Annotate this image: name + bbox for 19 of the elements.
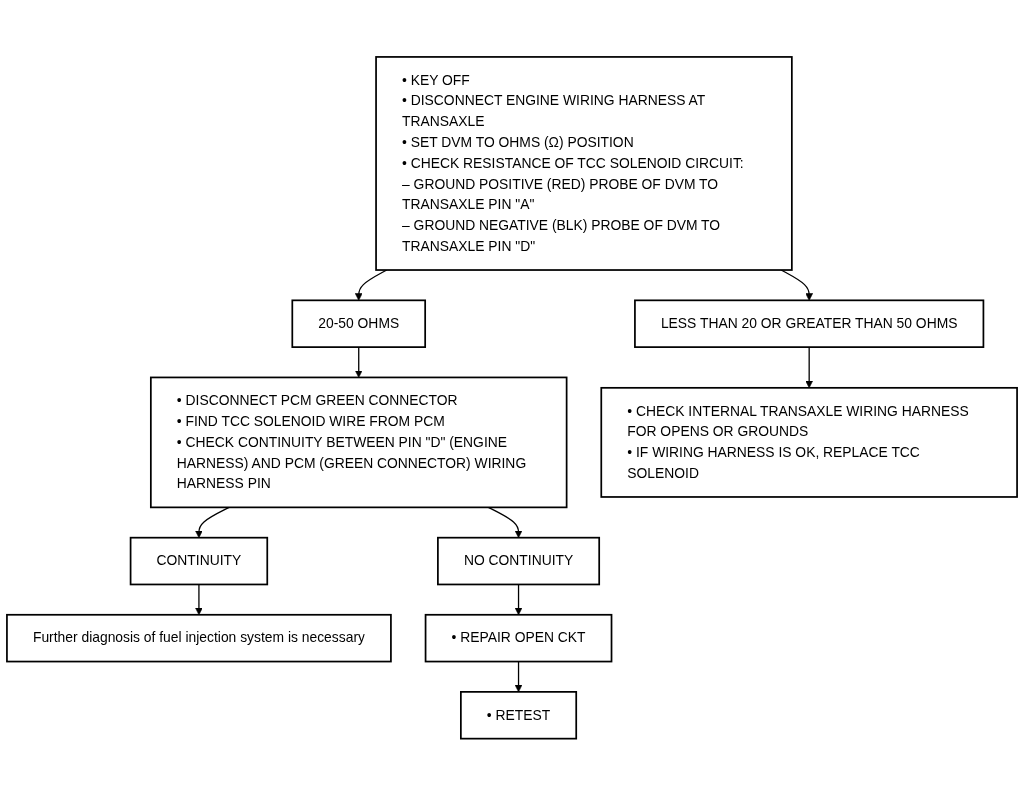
node-box: • DISCONNECT PCM GREEN CONNECTOR • FIND TCC SOLENOID WIRE FROM PCM • CHECK CONTINUITY BETWEEN PIN "D" (ENGINE HARNESS) AND PCM (GREEN CONNECTOR) WIRING HARNESS PIN	[149, 376, 568, 509]
node-box: LESS THAN 20 OR GREATER THAN 50 OHMS	[634, 299, 985, 349]
arrow	[354, 346, 363, 378]
node-box: • REPAIR OPEN CKT	[424, 614, 613, 663]
node-box: • RETEST	[460, 691, 578, 740]
arrow	[514, 584, 523, 616]
node-box: CONTINUITY	[129, 537, 269, 586]
node-box: • KEY OFF • DISCONNECT ENGINE WIRING HARNESS AT TRANSAXLE • SET DVM TO OHMS (Ω) POSITION • CHECK RESISTANCE OF TCC SOLENOID CIRCUIT: – GROUND POSITIVE (RED) PROBE OF DVM TO TRANSAXLE PIN "A" – GROUND NEGATIVE (BLK) PROBE OF DVM TO TRANSAXLE PIN "D"	[375, 56, 793, 272]
node-box: 20-50 OHMS	[291, 299, 427, 349]
arrow	[195, 506, 230, 539]
arrow	[805, 346, 813, 389]
arrow	[780, 269, 813, 301]
node-box: NO CONTINUITY	[437, 537, 601, 586]
arrow	[514, 661, 523, 693]
arrow	[354, 269, 388, 301]
node-box: Further diagnosis of fuel injection system is necessary	[6, 614, 392, 663]
arrow	[487, 506, 523, 539]
node-box: • CHECK INTERNAL TRANSAXLE WIRING HARNESS FOR OPENS OR GROUNDS • IF WIRING HARNESS IS OK, REPLACE TCC SOLENOID	[600, 387, 1018, 499]
arrow	[195, 584, 203, 616]
